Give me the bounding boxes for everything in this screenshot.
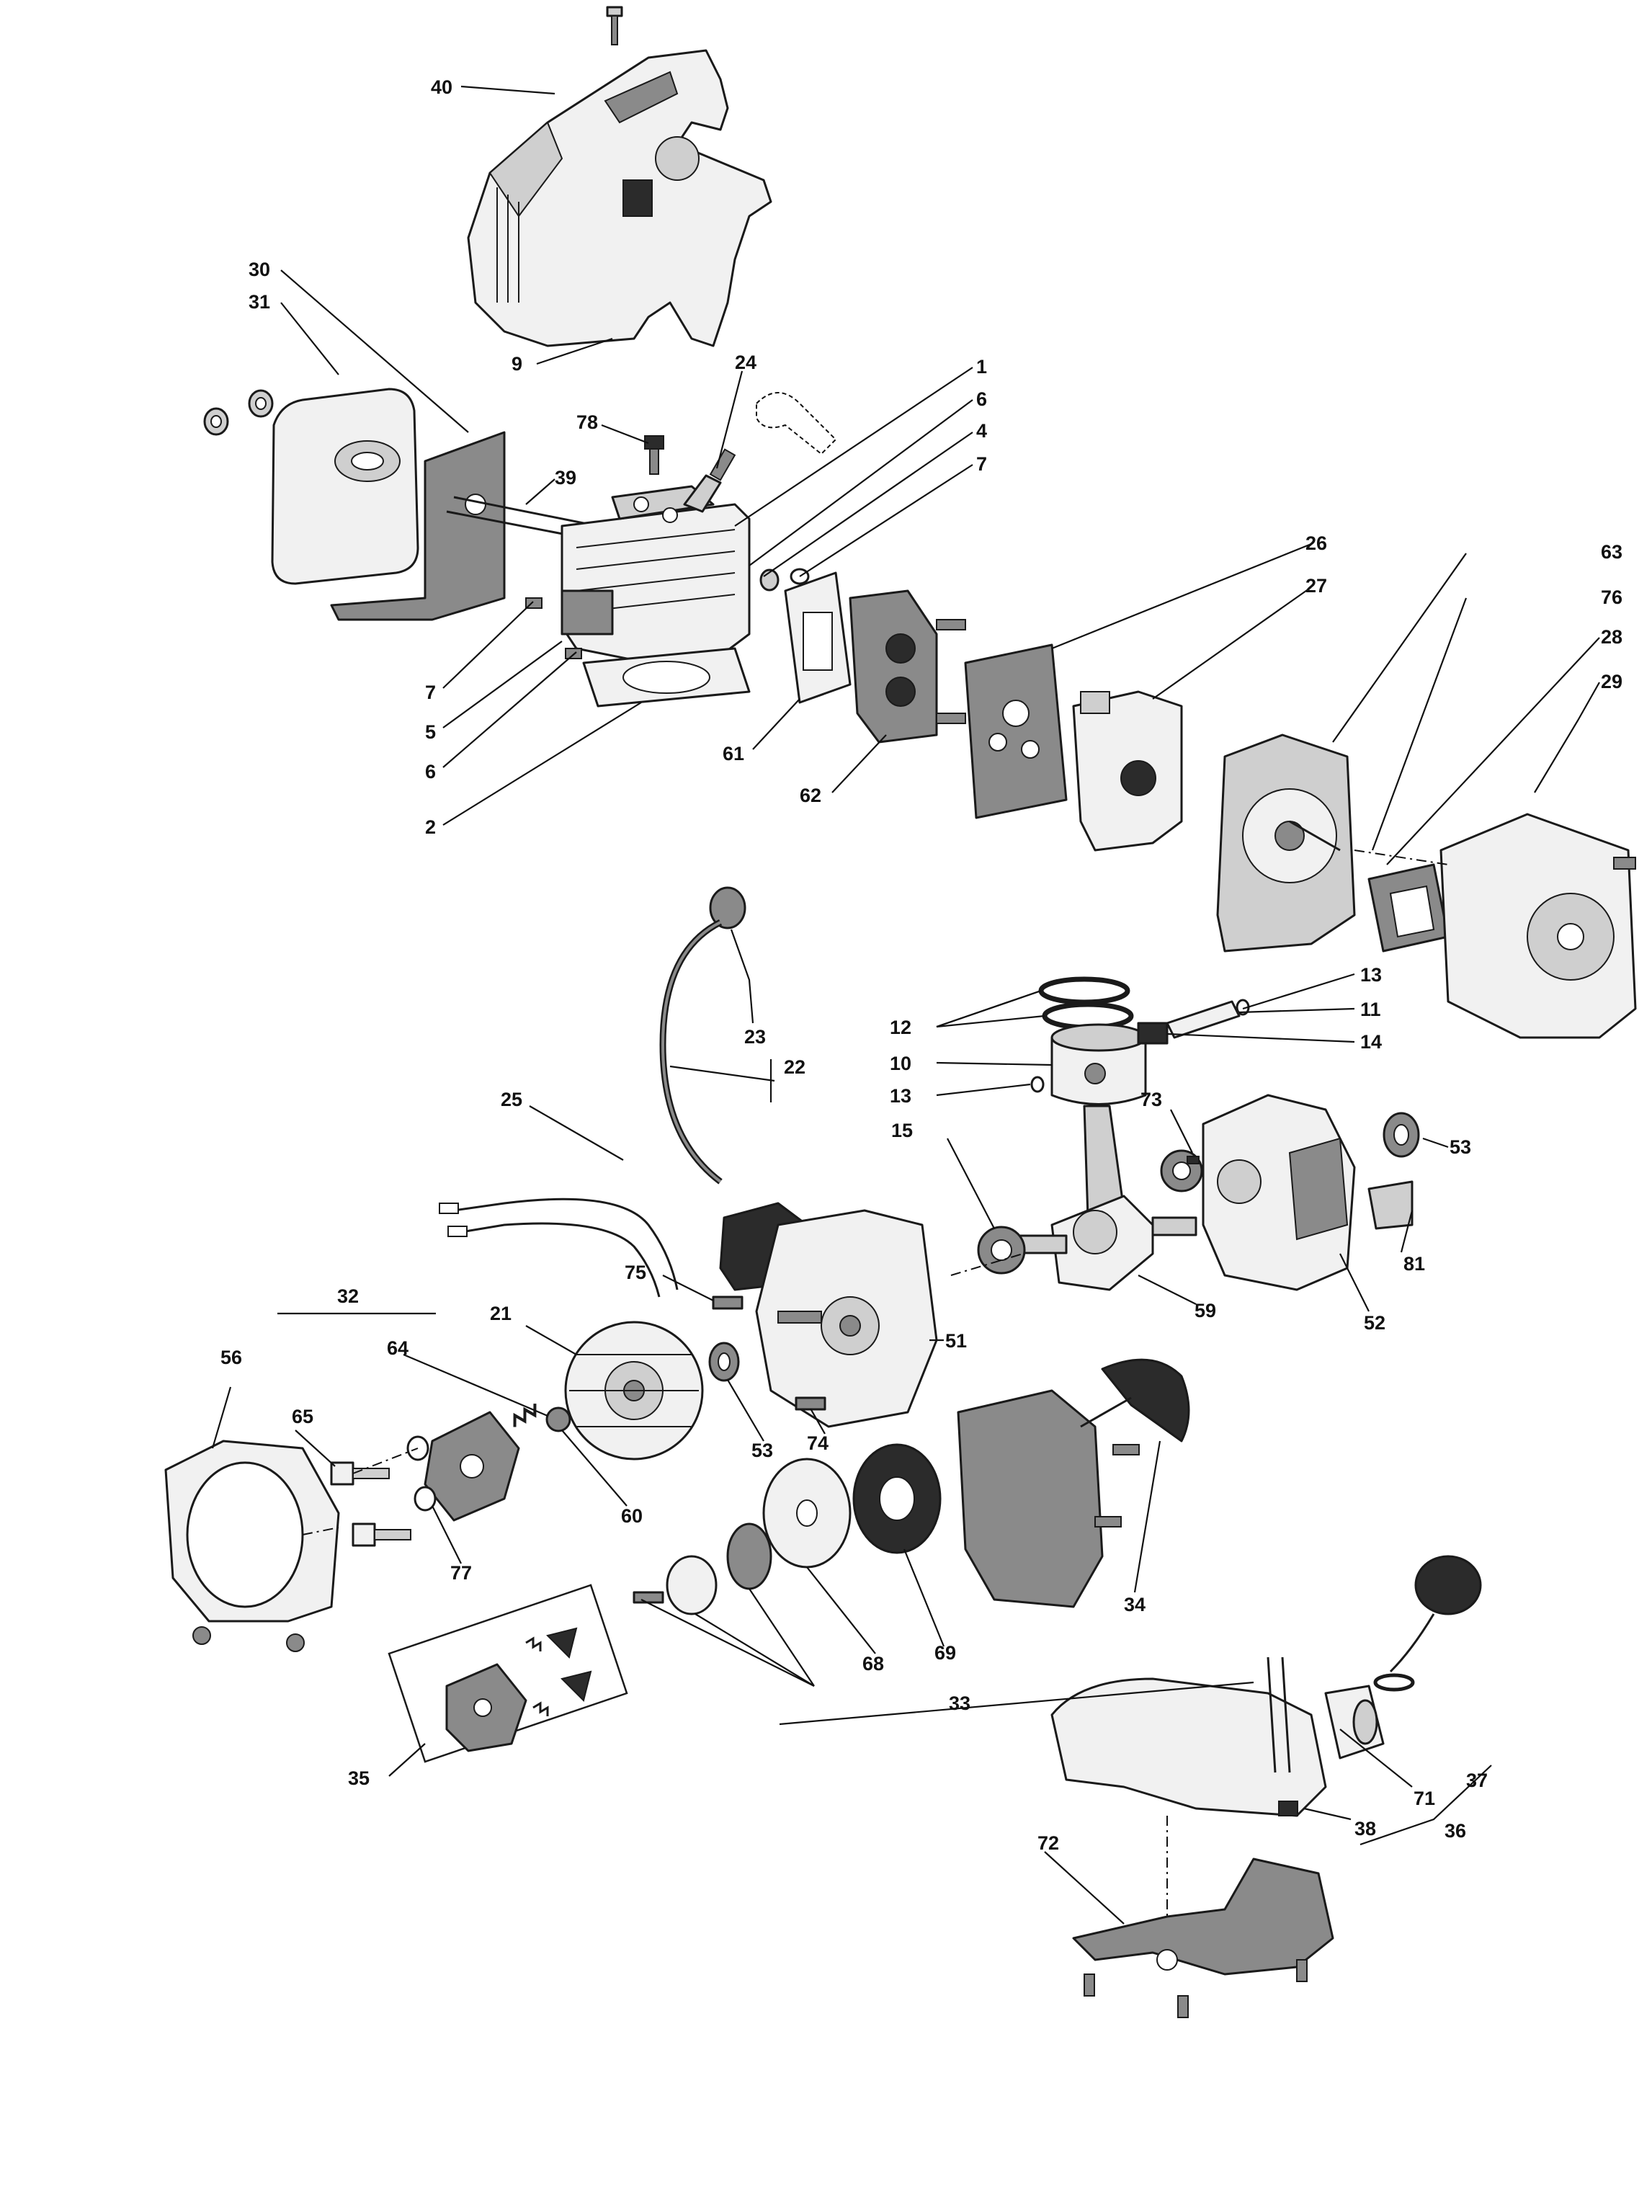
group-brackets: [277, 989, 1492, 1846]
intake-group: [784, 571, 1183, 852]
part-label: 53: [751, 1440, 773, 1461]
part-label: 53: [1450, 1136, 1471, 1158]
part-label: 75: [625, 1262, 646, 1283]
ignition-group: [439, 886, 808, 1298]
alignment-lines: [302, 849, 1449, 1917]
part-label: 2: [425, 816, 436, 838]
clutch-kit-box: [388, 1584, 628, 1763]
part-label: 6: [976, 388, 987, 410]
part-label: 30: [249, 259, 270, 280]
part-label: 14: [1360, 1031, 1382, 1053]
part-label: 52: [1364, 1312, 1385, 1334]
part-label: 68: [862, 1653, 884, 1674]
part-label: 81: [1403, 1253, 1425, 1275]
part-label: 11: [1360, 999, 1381, 1020]
part-label: 63: [1601, 541, 1622, 563]
part-label: 24: [735, 352, 756, 373]
part-label: 9: [512, 353, 522, 375]
part-label: 35: [348, 1767, 370, 1789]
part-label: 33: [949, 1693, 970, 1714]
muffler-group: [203, 388, 635, 621]
part-label: 51: [945, 1330, 967, 1352]
part-label: 12: [890, 1017, 911, 1038]
part-label: 71: [1414, 1788, 1435, 1809]
part-label: 72: [1037, 1832, 1059, 1854]
part-label: 27: [1305, 575, 1327, 597]
part-label: 31: [249, 291, 270, 313]
part-label: 60: [621, 1505, 643, 1527]
part-label: 56: [220, 1347, 242, 1368]
part-label: 25: [501, 1089, 522, 1110]
part-label: 5: [425, 721, 436, 743]
part-label: 13: [1360, 964, 1382, 986]
cylinder-group: [525, 392, 837, 708]
part-label: 39: [555, 467, 576, 489]
part-label: 36: [1445, 1820, 1466, 1842]
starter-group: [633, 1358, 1190, 1615]
part-label: 61: [723, 743, 744, 764]
part-label: 4: [976, 420, 987, 442]
leader-lines: [211, 85, 1600, 1925]
flywheel-clutch-group: [164, 1321, 704, 1652]
part-label: 7: [976, 453, 987, 475]
fuel-tank-group: [1050, 1555, 1482, 2018]
part-label: 73: [1140, 1089, 1162, 1110]
crankshaft-group: [977, 1105, 1203, 1291]
part-label: 76: [1601, 587, 1622, 608]
part-label: 28: [1601, 626, 1622, 648]
part-label: 40: [431, 76, 452, 98]
part-label: 21: [490, 1303, 512, 1324]
piston-group: [1030, 976, 1250, 1105]
part-label: 6: [425, 761, 436, 782]
part-label: 38: [1354, 1818, 1376, 1839]
engine-cover-group: [467, 6, 772, 347]
part-labels: 40 9 30 31 24 78 39 1 6 4 7 26 27 63 76 …: [220, 76, 1622, 1854]
part-label: 22: [784, 1056, 805, 1078]
part-label: 10: [890, 1053, 911, 1074]
part-label: 29: [1601, 671, 1622, 692]
part-label: 34: [1124, 1594, 1146, 1615]
part-label: 37: [1466, 1770, 1488, 1791]
part-label: 26: [1305, 532, 1327, 554]
part-label: 59: [1195, 1300, 1216, 1321]
part-label: 64: [387, 1337, 408, 1359]
part-label: 7: [425, 682, 436, 703]
part-label: 77: [450, 1562, 472, 1584]
part-label: 62: [800, 785, 821, 806]
part-label: 13: [890, 1085, 911, 1107]
part-label: 65: [292, 1406, 313, 1427]
part-label: 15: [891, 1120, 913, 1141]
part-label: 23: [744, 1026, 766, 1048]
part-label: 32: [337, 1285, 359, 1307]
part-label: 74: [807, 1432, 829, 1454]
part-label: 1: [976, 356, 987, 378]
part-label: 69: [934, 1642, 956, 1664]
crankcase-group: [708, 1094, 1420, 1428]
air-filter-group: [1216, 733, 1637, 1039]
part-label: 78: [576, 411, 598, 433]
